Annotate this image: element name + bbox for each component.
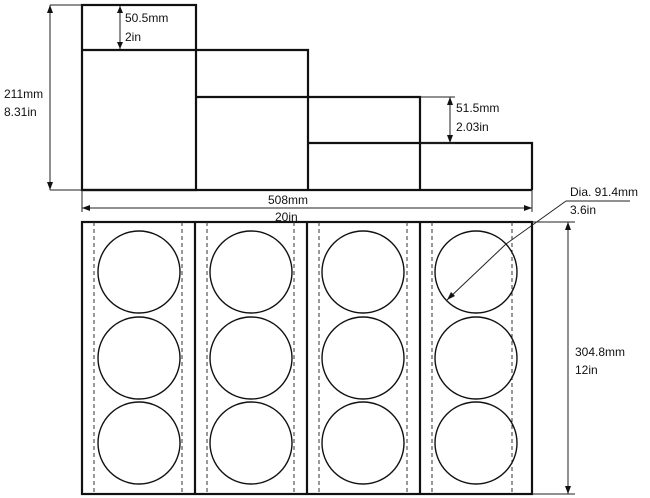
top-view [80, 220, 534, 496]
hole-diameter-dimension: Dia. 91.4mm 3.6in [446, 185, 638, 301]
overall-width-dimension: 508mm 20in [81, 190, 533, 224]
overall-depth-imperial: 12in [575, 363, 598, 377]
tier-4-outline [420, 141, 534, 190]
hole-diameter-imperial: 3.6in [570, 203, 596, 217]
hole [209, 316, 293, 400]
hole [321, 401, 405, 485]
hole-diameter-metric: Dia. 91.4mm [570, 185, 638, 199]
step-height-dimension: 51.5mm 2.03in [420, 96, 499, 144]
hole [434, 230, 518, 314]
side-view [80, 3, 534, 192]
overall-height-metric: 211mm [4, 87, 43, 101]
tier-2-outline [196, 48, 310, 190]
top-tier-height-metric: 50.5mm [125, 11, 168, 25]
overall-depth-metric: 304.8mm [575, 345, 625, 359]
hole [434, 401, 518, 485]
hole [209, 401, 293, 485]
overall-height-dimension: 211mm 8.31in [4, 4, 82, 191]
overall-height-imperial: 8.31in [4, 105, 37, 119]
hole [97, 316, 181, 400]
hole [97, 230, 181, 314]
hole [434, 316, 518, 400]
top-tier-height-dimension: 50.5mm 2in [117, 6, 168, 49]
hole [321, 230, 405, 314]
hole [321, 316, 405, 400]
step-height-metric: 51.5mm [456, 101, 499, 115]
top-tier-height-imperial: 2in [125, 30, 141, 44]
hole [209, 230, 293, 314]
overall-width-metric: 508mm [268, 193, 308, 207]
hole [97, 401, 181, 485]
overall-width-imperial: 20in [275, 210, 298, 224]
overall-depth-dimension: 304.8mm 12in [532, 221, 625, 495]
step-height-imperial: 2.03in [456, 120, 489, 134]
